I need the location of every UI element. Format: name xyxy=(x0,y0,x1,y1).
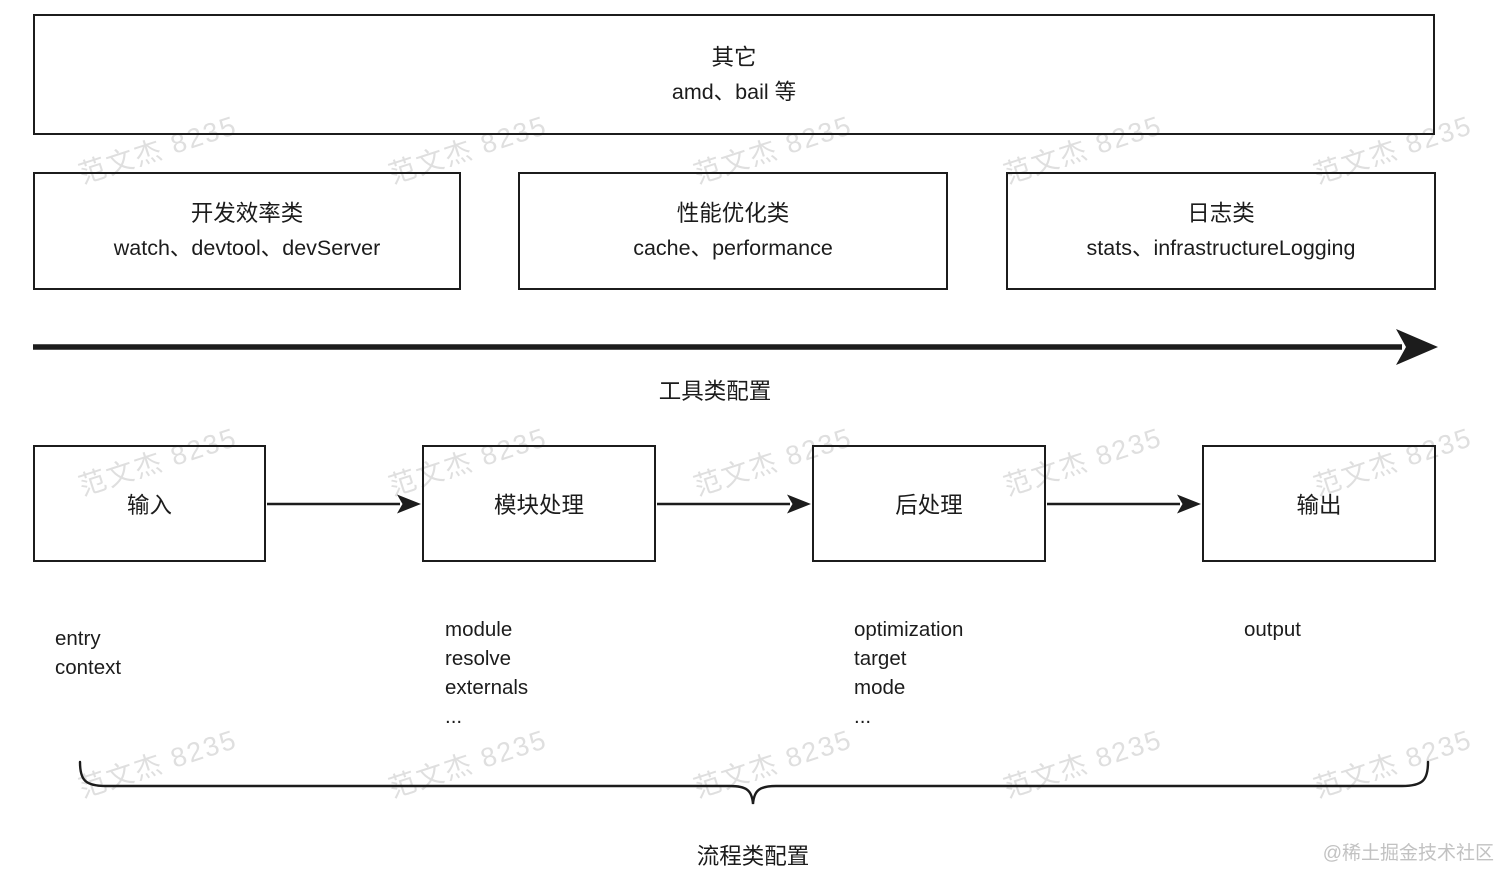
option-item: ... xyxy=(445,705,463,728)
other-config-box: 其它 amd、bail 等 xyxy=(33,14,1435,135)
flow-box-input-label: 输入 xyxy=(126,492,172,518)
flow-box-module-processing: 模块处理 xyxy=(422,445,656,562)
watermark-text: 范文杰 8235 xyxy=(1000,724,1166,804)
flow-brace-label: 流程类配置 xyxy=(696,844,810,869)
watermark-text: 范文杰 8235 xyxy=(75,724,241,804)
flow-box-input: 输入 xyxy=(33,445,266,562)
flow-box-module-processing-label: 模块处理 xyxy=(493,492,584,518)
option-item: context xyxy=(55,656,122,679)
community-credit: @稀土掘金技术社区 xyxy=(1322,843,1494,864)
option-item: output xyxy=(1244,618,1301,641)
logging-items: stats、infrastructureLogging xyxy=(1086,236,1356,261)
logging-title: 日志类 xyxy=(1187,201,1255,227)
logging-box: 日志类 stats、infrastructureLogging xyxy=(1006,172,1436,290)
watermark-text: 范文杰 8235 xyxy=(690,724,856,804)
flow-box-post-processing-label: 后处理 xyxy=(895,492,963,518)
option-item: resolve xyxy=(445,647,512,670)
option-item: externals xyxy=(445,676,529,699)
performance-items: cache、performance xyxy=(633,236,833,261)
post-options-list: optimization target mode ... xyxy=(854,615,963,731)
flow-arrow-1-icon xyxy=(267,494,421,514)
tool-axis-label: 工具类配置 xyxy=(658,379,772,404)
option-item: entry xyxy=(55,627,101,650)
module-options-list: module resolve externals ... xyxy=(445,615,528,731)
flow-brace-icon xyxy=(78,760,1430,805)
flow-arrow-3-icon xyxy=(1047,494,1201,514)
watermark-text: 范文杰 8235 xyxy=(1310,724,1476,804)
flow-arrow-2-icon xyxy=(657,494,811,514)
dev-efficiency-box: 开发效率类 watch、devtool、devServer xyxy=(33,172,461,290)
other-box-items: amd、bail 等 xyxy=(671,79,797,104)
flow-box-post-processing: 后处理 xyxy=(812,445,1046,562)
option-item: optimization xyxy=(854,618,964,641)
input-options-list: entry context xyxy=(55,624,121,682)
performance-title: 性能优化类 xyxy=(676,201,790,227)
flow-box-output: 输出 xyxy=(1202,445,1436,562)
option-item: ... xyxy=(854,705,872,728)
option-item: target xyxy=(854,647,907,670)
performance-box: 性能优化类 cache、performance xyxy=(518,172,948,290)
output-options-list: output xyxy=(1244,615,1301,644)
option-item: module xyxy=(445,618,513,641)
flow-box-output-label: 输出 xyxy=(1296,492,1342,518)
option-item: mode xyxy=(854,676,906,699)
dev-efficiency-items: watch、devtool、devServer xyxy=(113,236,381,261)
dev-efficiency-title: 开发效率类 xyxy=(190,201,304,227)
other-box-title: 其它 xyxy=(711,44,757,70)
tool-axis-arrow-icon xyxy=(33,329,1438,365)
